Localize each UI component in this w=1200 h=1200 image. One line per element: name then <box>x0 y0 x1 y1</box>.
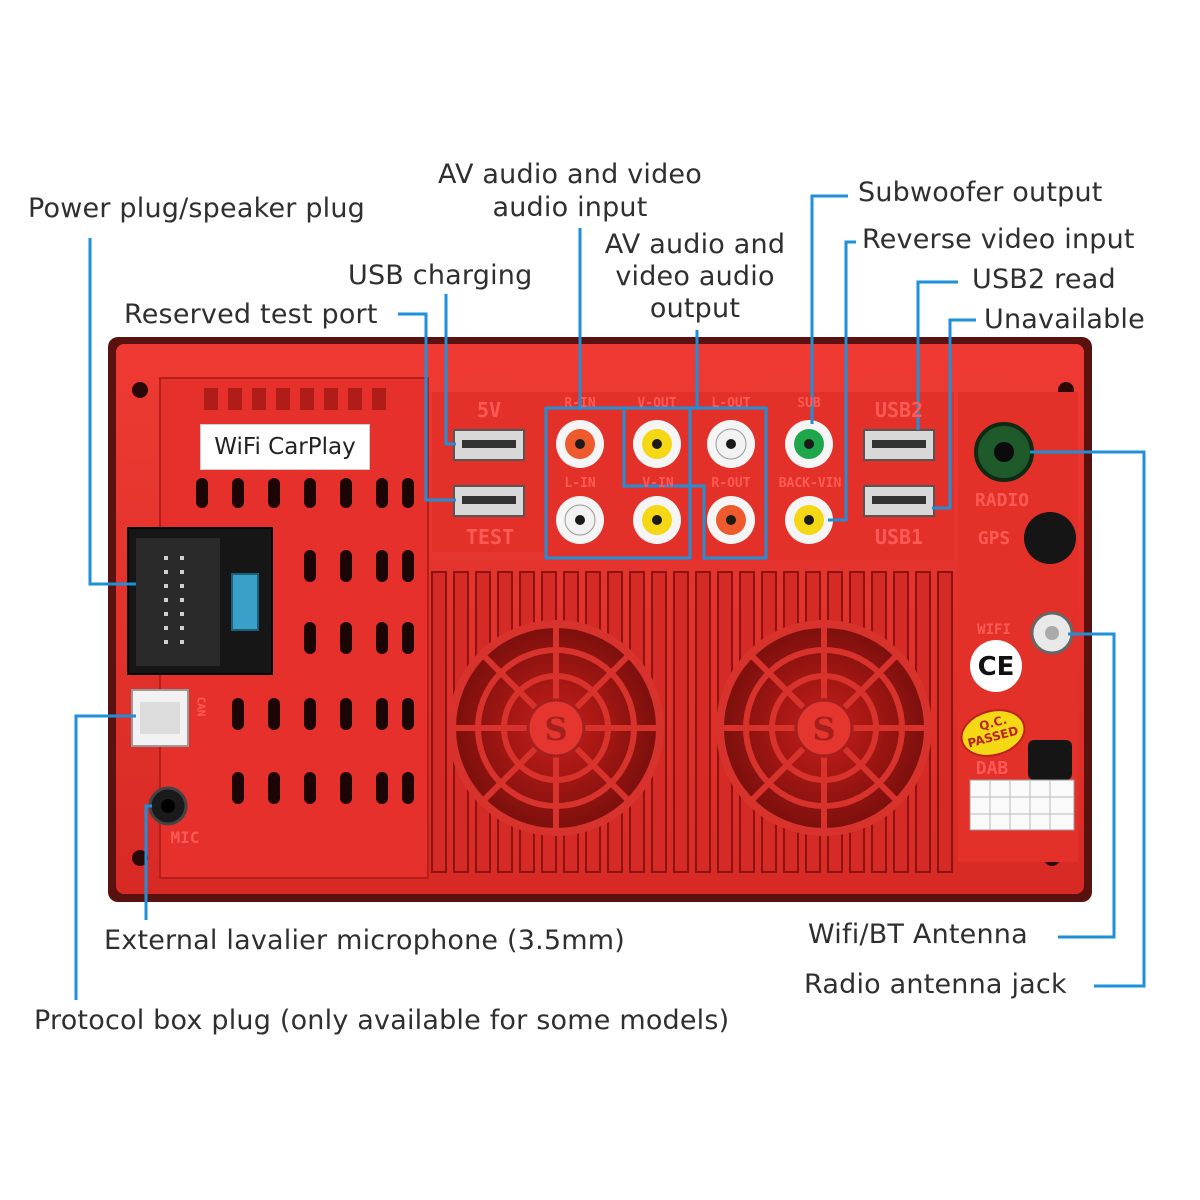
callout-unavailable: Unavailable <box>984 304 1145 335</box>
callout-power-plug: Power plug/speaker plug <box>28 193 366 224</box>
fuse-icon <box>231 573 259 631</box>
label-wifi: WIFI <box>977 622 1011 638</box>
label-l-in: L-IN <box>564 476 596 491</box>
usb-5v-tongue <box>462 440 516 448</box>
rca-l-in <box>556 496 604 544</box>
rca-sub <box>785 420 833 468</box>
power-connector-socket <box>136 538 220 666</box>
gps-port <box>1024 512 1076 564</box>
power-connector-pins <box>164 556 184 644</box>
label-sub: SUB <box>797 396 821 411</box>
rca-l-out <box>707 420 755 468</box>
leader-usb-charging <box>444 294 456 446</box>
label-v-in: V-IN <box>642 476 674 491</box>
av-input-highlight <box>544 406 692 560</box>
usb-test-tongue <box>462 496 516 504</box>
ce-mark: CE <box>977 652 1015 682</box>
vent-slots <box>196 478 414 804</box>
usb2-tongue <box>872 440 926 448</box>
callout-av-input: AV audio and video audio input <box>438 159 702 223</box>
leader-reverse-video <box>828 240 856 522</box>
leader-usb2-read <box>916 280 958 430</box>
rca-r-out <box>707 496 755 544</box>
leader-subwoofer <box>810 194 848 424</box>
radio-antenna-jack-hole <box>994 442 1014 462</box>
callout-protocol-box: Protocol box plug (only available for so… <box>34 1005 730 1036</box>
label-5v: 5V <box>476 398 502 422</box>
rca-v-out <box>633 420 681 468</box>
fan-right: S <box>716 620 932 836</box>
label-gps: GPS <box>977 528 1011 549</box>
callout-reserved-test: Reserved test port <box>124 299 378 330</box>
leader-wifi-bt <box>1058 632 1116 939</box>
label-l-out: L-OUT <box>711 396 751 411</box>
protocol-box-socket <box>140 702 180 734</box>
dab-connector <box>1028 740 1072 780</box>
usb1-tongue <box>872 496 926 504</box>
label-back-vin: BACK-VIN <box>778 476 842 491</box>
leader-lines <box>74 194 1146 1000</box>
mic-jack-hole <box>161 799 175 813</box>
leader-protocol-box <box>74 714 136 1000</box>
leader-reserved-test <box>398 312 456 502</box>
label-dab: DAB <box>975 758 1009 779</box>
ce-badge <box>970 640 1022 692</box>
label-v-out: V-OUT <box>637 396 677 411</box>
callout-ext-mic: External lavalier microphone (3.5mm) <box>104 925 626 956</box>
label-r-in: R-IN <box>564 396 596 411</box>
wifi-bt-antenna-pin <box>1045 626 1059 640</box>
screw-hole <box>132 382 148 398</box>
leader-unavailable <box>932 318 976 510</box>
label-usb2: USB2 <box>874 398 924 422</box>
callout-wifi-bt: Wifi/BT Antenna <box>808 919 1028 950</box>
callout-reverse-video: Reverse video input <box>862 224 1135 255</box>
top-ribs <box>204 388 386 410</box>
spec-label-grid <box>970 780 1074 830</box>
leader-power-plug <box>88 238 136 586</box>
label-test: TEST <box>465 525 515 549</box>
callout-subwoofer: Subwoofer output <box>858 177 1103 208</box>
leader-ext-mic <box>144 804 152 920</box>
label-radio: RADIO <box>974 490 1030 511</box>
screw-hole <box>132 850 148 866</box>
label-can: CAN <box>194 696 208 717</box>
wifi-carplay-sticker: WiFi CarPlay <box>200 424 370 470</box>
fan-left: S <box>448 620 664 836</box>
label-usb1: USB1 <box>874 525 924 549</box>
spec-label <box>969 779 1075 831</box>
av-output-highlight <box>622 406 768 560</box>
svg-text:S: S <box>544 710 567 748</box>
label-mic: MIC <box>170 828 200 847</box>
rca-back-vin <box>785 496 833 544</box>
leader-radio-jack <box>1030 450 1146 988</box>
rca-r-in <box>556 420 604 468</box>
callout-radio-jack: Radio antenna jack <box>804 969 1067 1000</box>
usb-charging-block <box>432 392 544 552</box>
label-r-out: R-OUT <box>711 476 751 491</box>
usb-read-block <box>850 392 954 560</box>
callout-usb2-read: USB2 read <box>972 264 1116 295</box>
svg-text:S: S <box>812 710 835 748</box>
rca-v-in <box>633 496 681 544</box>
callout-usb-charging: USB charging <box>348 260 533 291</box>
callout-av-output: AV audio and video audio output <box>604 229 786 324</box>
qc-passed-badge <box>960 709 1026 757</box>
